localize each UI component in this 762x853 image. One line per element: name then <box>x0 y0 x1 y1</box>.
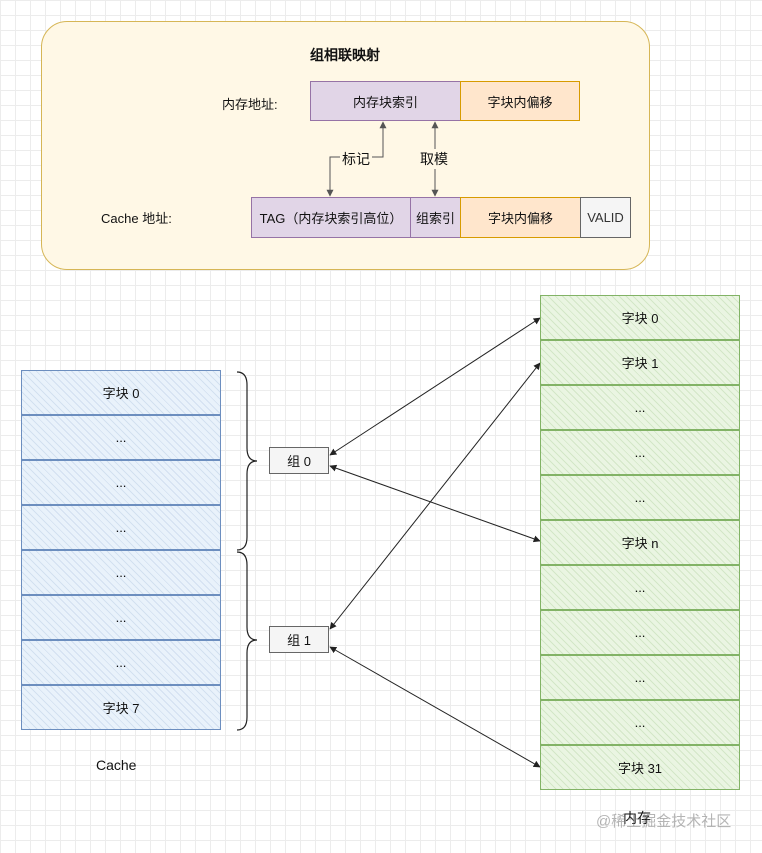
memory-block: ... <box>540 385 740 430</box>
memory-block: ... <box>540 475 740 520</box>
memory-block: ... <box>540 655 740 700</box>
cache-block: ... <box>21 460 221 505</box>
memory-address-label: 内存地址: <box>222 97 278 112</box>
set-1-box: 组 1 <box>269 626 329 653</box>
memory-block: 字块 n <box>540 520 740 565</box>
cache-block: ... <box>21 415 221 460</box>
tag-field: TAG（内存块索引高位） <box>251 197 411 238</box>
set-index-field: 组索引 <box>410 197 461 238</box>
mod-arrow-label: 取模 <box>418 149 450 169</box>
brace-set-0 <box>236 371 258 551</box>
cache-address-label: Cache 地址: <box>101 211 172 226</box>
valid-field: VALID <box>580 197 631 238</box>
arrow-set0-blockn <box>329 464 541 543</box>
cache-block: ... <box>21 505 221 550</box>
memory-block-offset-field: 字块内偏移 <box>460 81 580 121</box>
brace-set-1 <box>236 551 258 731</box>
memory-caption: 内存 <box>623 810 651 826</box>
cache-caption: Cache <box>96 757 137 773</box>
memory-block: ... <box>540 430 740 475</box>
cache-block: 字块 7 <box>21 685 221 730</box>
cache-block: ... <box>21 595 221 640</box>
arrow-set1-block31 <box>329 646 541 768</box>
arrow-set1-block1 <box>329 362 541 630</box>
memory-block: ... <box>540 700 740 745</box>
tag-arrow-label: 标记 <box>340 149 372 169</box>
arrow-set0-block0 <box>329 317 541 456</box>
cache-block: ... <box>21 550 221 595</box>
cache-block: ... <box>21 640 221 685</box>
memory-block: 字块 1 <box>540 340 740 385</box>
mapping-title: 组相联映射 <box>310 47 380 63</box>
cache-block-offset-field: 字块内偏移 <box>460 197 581 238</box>
memory-block: ... <box>540 610 740 655</box>
set-0-box: 组 0 <box>269 447 329 474</box>
watermark: @稀土掘金技术社区 <box>596 813 732 830</box>
memory-block: 字块 31 <box>540 745 740 790</box>
cache-block: 字块 0 <box>21 370 221 415</box>
memory-block: 字块 0 <box>540 295 740 340</box>
memory-block: ... <box>540 565 740 610</box>
